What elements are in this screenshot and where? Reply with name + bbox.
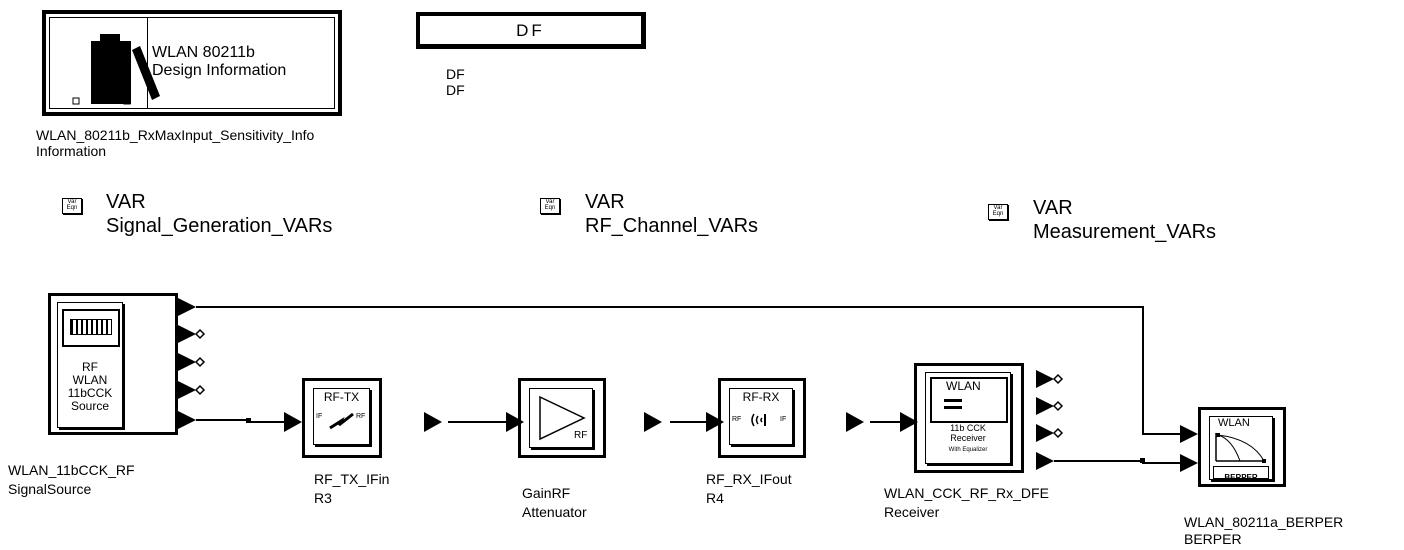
rf-rx-block[interactable]: RF-RX RF IF <box>718 378 806 458</box>
receiver-text-receiver: Receiver <box>950 433 986 443</box>
lightning-icon <box>329 412 354 430</box>
rf-tx-block[interactable]: RF-TX IF RF <box>302 378 382 458</box>
gain-attenuator-block[interactable]: RF <box>518 378 606 458</box>
source-display-icon <box>62 309 120 347</box>
receiver-title: WLAN <box>946 379 981 393</box>
design-info-instance-name: WLAN_80211b_RxMaxInput_Sensitivity_Info <box>36 127 315 143</box>
ber-curve-icon <box>1215 433 1266 463</box>
source-instance-name: WLAN_11bCCK_RF <box>8 462 135 478</box>
berper-instance-type: BERPER <box>1184 531 1242 547</box>
var-name: Signal_Generation_VARs <box>106 215 333 237</box>
rf-tx-port-in: IF <box>316 413 323 420</box>
berper-block[interactable]: WLAN BERPER <box>1198 407 1286 487</box>
rf-rx-title: RF-RX <box>742 390 780 404</box>
rf-rx-port-out: IF <box>780 416 787 423</box>
var-title: VAR <box>1033 197 1073 219</box>
receiver-screen-icon: WLAN <box>930 377 1008 423</box>
source-text-wlan: WLAN <box>72 373 108 387</box>
df-box-label: DF <box>516 21 545 40</box>
receiver-instance-type: Receiver <box>884 504 940 520</box>
design-info-block[interactable]: WLAN 80211b Design Information <box>42 10 342 116</box>
design-info-subtitle: Design Information <box>152 62 287 79</box>
rf-tx-port-out: RF <box>356 413 366 420</box>
source-text-rf: RF <box>82 360 98 374</box>
gain-instance-name: GainRF <box>522 485 571 501</box>
rf-rx-port-in: RF <box>732 416 742 423</box>
gain-rf-label: RF <box>574 430 588 441</box>
source-text-11bcck: 11bCCK <box>67 386 113 400</box>
source-instance-type: SignalSource <box>8 481 92 497</box>
receive-wave-icon <box>751 413 766 427</box>
var-name: Measurement_VARs <box>1033 221 1217 243</box>
receiver-text-11bcck: 11b CCK <box>950 423 986 433</box>
df-instance-type: DF <box>446 82 465 98</box>
var-title: VAR <box>585 191 625 213</box>
berper-instance-name: WLAN_80211a_BERPER <box>1184 514 1344 530</box>
gain-instance-type: Attenuator <box>522 504 587 520</box>
rf-rx-instance-name: RF_RX_IFout <box>706 471 792 487</box>
rf-tx-instance-type: R3 <box>314 490 332 506</box>
design-info-divider <box>147 17 148 109</box>
source-text-source: Source <box>70 399 110 413</box>
receiver-block[interactable]: WLAN 11b CCK Receiver With Equalizer <box>914 363 1024 473</box>
amplifier-triangle-icon <box>539 395 586 441</box>
berper-title: WLAN <box>1218 417 1250 429</box>
berper-label: BERPER <box>1224 473 1258 482</box>
rf-tx-title: RF-TX <box>323 390 360 404</box>
df-controller-block[interactable]: DF <box>416 12 646 49</box>
rf-tx-instance-name: RF_TX_IFin <box>314 471 390 487</box>
receiver-instance-name: WLAN_CCK_RF_Rx_DFE <box>884 485 1049 501</box>
rf-rx-instance-type: R4 <box>706 490 724 506</box>
design-info-title: WLAN 80211b <box>152 44 255 61</box>
signal-source-block[interactable]: RF WLAN 11bCCK Source <box>48 293 178 435</box>
var-name: RF_Channel_VARs <box>585 215 759 237</box>
var-title: VAR <box>106 191 146 213</box>
design-info-icon <box>72 34 160 105</box>
receiver-text-equalizer: With Equalizer <box>948 447 988 453</box>
design-info-instance-type: Information <box>36 143 107 159</box>
df-instance-name: DF <box>446 66 465 82</box>
